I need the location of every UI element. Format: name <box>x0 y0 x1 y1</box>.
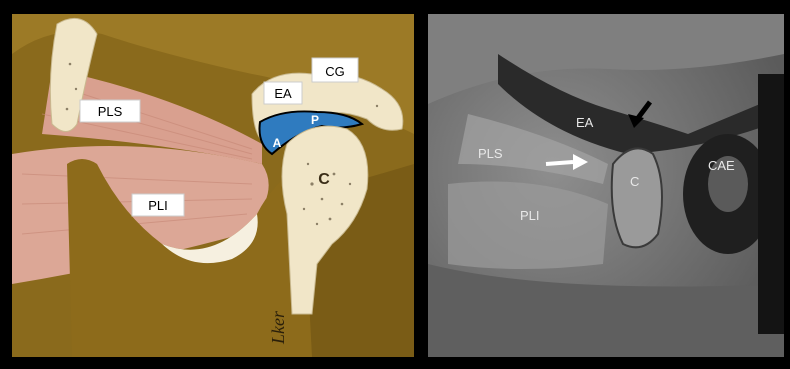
label-c: C <box>318 171 330 188</box>
svg-text:Lker: Lker <box>268 310 288 345</box>
tmj-illustration: PLS PLI EA CG P A C Lker <box>12 14 414 357</box>
artist-signature: Lker <box>268 310 288 345</box>
illustration-panel: PLS PLI EA CG P A C Lker <box>12 14 414 357</box>
label-ea: EA <box>274 86 292 101</box>
mri-label-pli: PLI <box>520 208 540 223</box>
label-p: P <box>311 113 319 127</box>
label-pls: PLS <box>98 104 123 119</box>
label-pli: PLI <box>148 198 168 213</box>
label-a: A <box>273 136 282 150</box>
mri-label-pls: PLS <box>478 146 503 161</box>
mri-image: PLS PLI EA C CAE <box>428 14 784 357</box>
mri-label-ea: EA <box>576 115 594 130</box>
mri-panel: PLS PLI EA C CAE <box>428 14 784 357</box>
right-dark-strip <box>758 74 784 334</box>
mri-label-c: C <box>630 174 639 189</box>
mri-condyle <box>612 148 662 247</box>
mri-label-cae: CAE <box>708 158 735 173</box>
label-cg: CG <box>325 64 345 79</box>
